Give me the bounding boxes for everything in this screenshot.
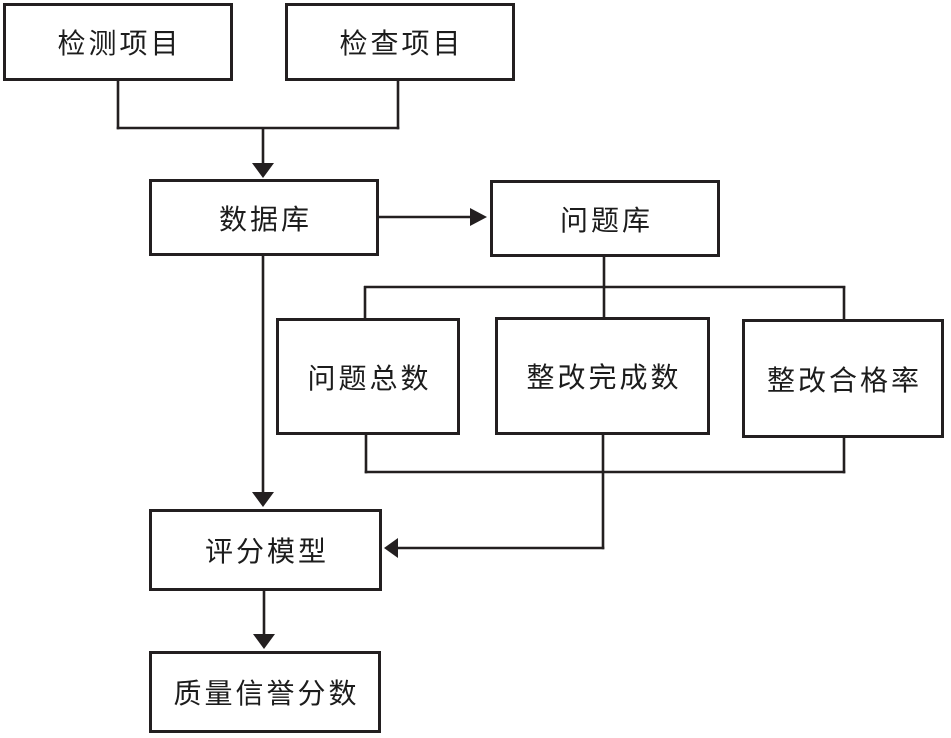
node-problem-total: 问题总数	[276, 318, 460, 435]
node-quality-credit-score: 质量信誉分数	[149, 651, 381, 733]
arrowhead-into-database	[252, 163, 274, 178]
node-rectification-pass-rate: 整改合格率	[742, 319, 944, 438]
arrowhead-into-problem-library	[470, 208, 487, 226]
node-database: 数据库	[149, 179, 379, 256]
node-scoring-model: 评分模型	[149, 509, 382, 591]
node-rectification-completed: 整改完成数	[495, 317, 710, 435]
arrowhead-into-scoring-model-right	[384, 538, 398, 558]
arrowhead-into-quality-score	[253, 634, 275, 649]
arrowhead-into-scoring-model-top	[252, 492, 274, 507]
node-problem-library: 问题库	[490, 180, 720, 257]
node-detection-project: 检测项目	[3, 3, 233, 81]
node-inspection-project: 检查项目	[285, 3, 515, 81]
